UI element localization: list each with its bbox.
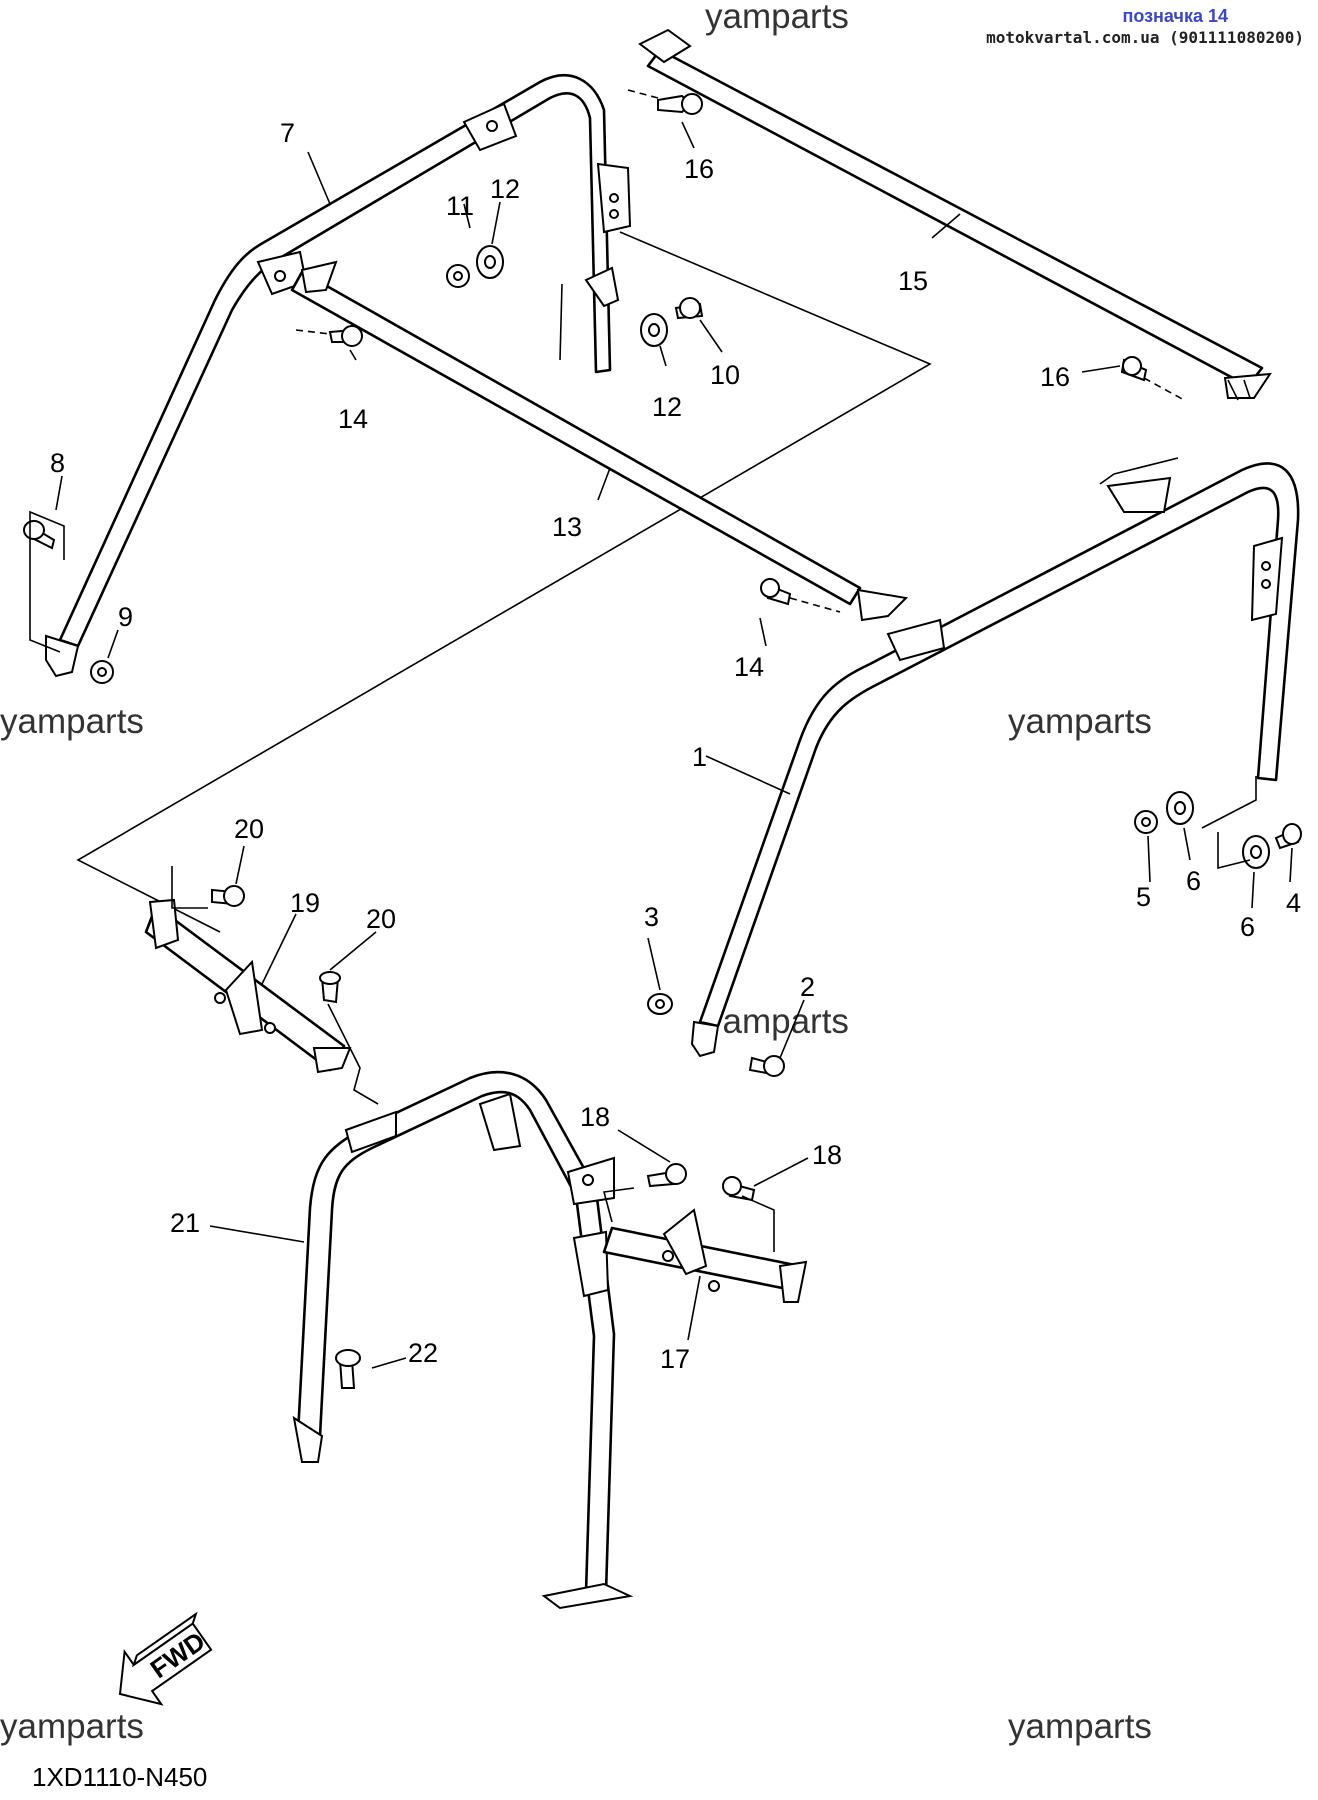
callout-label: 4: [1286, 888, 1301, 918]
lower-front-frame[interactable]: [292, 1070, 634, 1610]
callout-label: 6: [1240, 912, 1255, 942]
bolt-icon[interactable]: [335, 1349, 361, 1389]
callout-label: 16: [1040, 362, 1070, 392]
callout-label: 19: [290, 888, 320, 918]
bracket-19[interactable]: [144, 898, 352, 1074]
callout-label: 20: [234, 814, 264, 844]
fwd-arrow-icon: FWD: [118, 1611, 213, 1706]
bolt-icon[interactable]: [760, 578, 792, 606]
bolt-icon[interactable]: [1274, 823, 1302, 850]
header-title: позначка 14: [1122, 6, 1228, 26]
callout-label: 3: [644, 902, 659, 932]
callout-label: 5: [1136, 882, 1151, 912]
callout-label: 9: [118, 602, 133, 632]
bolt-icon[interactable]: [722, 1176, 756, 1202]
nut-icon: [1134, 810, 1158, 834]
callout-label: 7: [280, 118, 295, 148]
diagram-code: 1XD1110-N450: [32, 1762, 207, 1792]
watermark: yamparts: [1008, 702, 1152, 741]
callout-label: 11: [446, 191, 474, 221]
callout-label: 18: [812, 1140, 842, 1170]
callout-label: 1: [692, 742, 707, 772]
front-roof-bar[interactable]: [290, 260, 909, 622]
callout-label: 21: [170, 1208, 200, 1238]
watermark: yamparts: [0, 1707, 144, 1746]
callout-label: 14: [338, 404, 368, 434]
watermark: yamparts: [705, 0, 849, 36]
washer-icon: [1166, 791, 1194, 825]
callout-label: 20: [366, 904, 396, 934]
callout-label: 12: [652, 392, 682, 422]
watermark: yamparts: [1008, 1707, 1152, 1746]
callout-label: 13: [552, 512, 582, 542]
callout-label: 17: [660, 1344, 690, 1374]
watermark: yamparts: [0, 702, 144, 741]
rear-roof-tube[interactable]: [638, 28, 1272, 401]
header-site: motokvartal.com.ua (901111080200): [986, 28, 1304, 47]
bolt-icon[interactable]: [328, 325, 363, 347]
bolt-icon[interactable]: [319, 971, 341, 1004]
bolt-icon[interactable]: [748, 1055, 785, 1077]
callout-label: 22: [408, 1338, 438, 1368]
front-left-hoop[interactable]: [45, 74, 632, 678]
watermark: yamparts: [705, 1002, 849, 1041]
assembly-outline: [76, 231, 932, 933]
rear-hoop[interactable]: [690, 462, 1300, 1058]
callout-label: 6: [1186, 866, 1201, 896]
callout-label: 18: [580, 1102, 610, 1132]
callout-label: 8: [50, 448, 65, 478]
bolt-icon[interactable]: [1120, 356, 1148, 382]
callout-label: 10: [710, 360, 740, 390]
callout-label: 16: [684, 154, 714, 184]
nut-icon: [90, 660, 114, 684]
bolt-icon[interactable]: [211, 885, 245, 907]
bolt-icon[interactable]: [657, 93, 703, 115]
bracket-17[interactable]: [602, 1208, 808, 1303]
bolt-icon[interactable]: [646, 1163, 687, 1188]
nut-icon: [446, 264, 470, 288]
bolt-icon[interactable]: [674, 297, 704, 320]
callout-label: 15: [898, 266, 928, 296]
washer-icon: [647, 993, 673, 1015]
washer-icon: [1242, 835, 1270, 869]
washer-icon: [476, 245, 504, 279]
callout-label: 14: [734, 652, 764, 682]
washer-icon: [640, 313, 668, 347]
callout-label: 2: [800, 972, 815, 1002]
bolt-icon[interactable]: [23, 520, 56, 550]
callout-label: 12: [490, 174, 520, 204]
